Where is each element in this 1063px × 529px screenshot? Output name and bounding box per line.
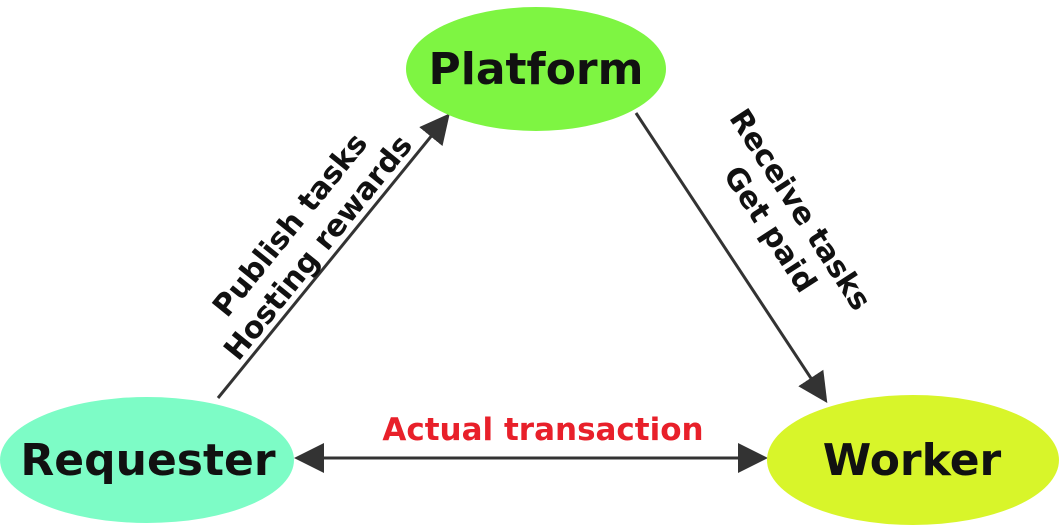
arrow-requester-to-platform: [216, 113, 450, 399]
worker-ellipse: [767, 395, 1059, 525]
node-platform: Platform: [406, 7, 666, 131]
platform-label: Platform: [429, 44, 644, 95]
platform-ellipse: [406, 7, 666, 131]
label-requester-to-platform: Publish tasks Hosting rewards: [206, 127, 420, 368]
worker-label: Worker: [823, 435, 1002, 486]
requester-ellipse: [0, 397, 294, 523]
arrow-platform-to-worker: [634, 112, 828, 404]
label-platform-to-worker: Receive tasks Get paid: [716, 103, 878, 317]
node-worker: Worker: [767, 395, 1059, 525]
actual-transaction-label: Actual transaction: [382, 412, 703, 448]
node-requester: Requester: [0, 397, 294, 523]
requester-label: Requester: [20, 435, 275, 486]
